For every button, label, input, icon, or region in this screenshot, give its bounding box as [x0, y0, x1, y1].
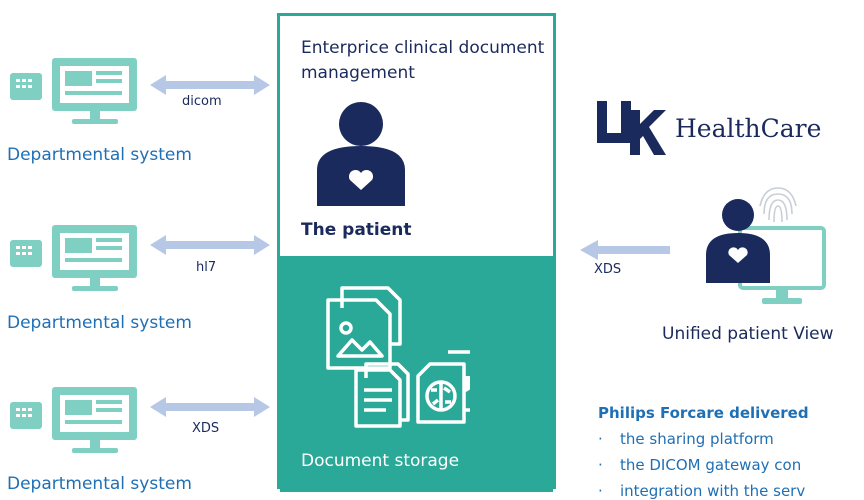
computer-icon: [10, 387, 137, 453]
computer-icon: [10, 225, 137, 291]
double-arrow: [150, 75, 270, 95]
unified-view-icon: [706, 187, 826, 304]
uk-logo-icon: [597, 101, 666, 155]
arrow-label-dicom: dicom: [182, 94, 222, 109]
double-arrow: [150, 397, 270, 417]
patient-label: The patient: [301, 220, 412, 240]
left-arrow: [580, 240, 670, 260]
computer-icon: [10, 58, 137, 124]
document-management-box: Enterprice clinical document management …: [277, 13, 556, 492]
healthcare-logo-text: HealthCare: [675, 114, 822, 143]
arrow-label-xds: XDS: [192, 421, 220, 436]
forcare-bullet: ·integration with the serv: [598, 482, 806, 500]
unified-patient-view-label: Unified patient View: [662, 324, 834, 344]
patient-icon: [317, 102, 405, 206]
arrow-label-hl7: hl7: [196, 260, 217, 275]
departmental-system-label: Departmental system: [7, 145, 192, 165]
departmental-system-label: Departmental system: [7, 313, 192, 333]
document-storage-label: Document storage: [301, 451, 460, 471]
departmental-system-label: Departmental system: [7, 474, 192, 494]
forcare-bullet: ·the sharing platform: [598, 430, 774, 448]
document-storage-panel: Document storage: [280, 256, 553, 492]
double-arrow: [150, 235, 270, 255]
documents-icon: [326, 286, 470, 428]
box-title: Enterprice clinical document management: [301, 38, 545, 83]
forcare-title: Philips Forcare delivered: [598, 404, 809, 422]
forcare-bullet: ·the DICOM gateway con: [598, 456, 802, 474]
arrow-label-xds-right: XDS: [594, 262, 622, 277]
